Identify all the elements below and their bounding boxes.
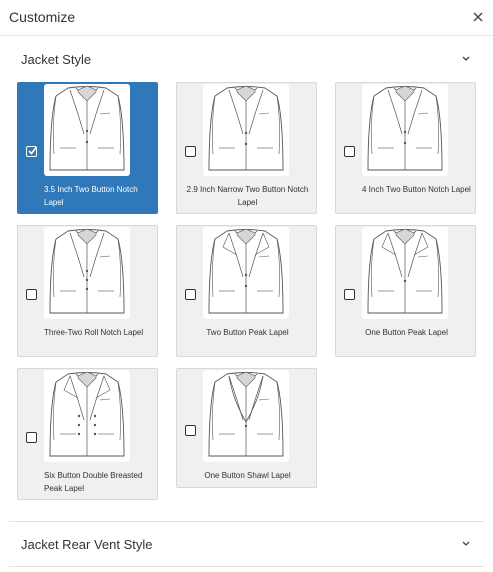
jacket-one-button-peak-icon — [362, 227, 448, 319]
option-checkbox[interactable] — [26, 432, 37, 443]
section-divider — [9, 521, 484, 522]
option-2-9-inch-narrow-two-button-notch-lapel[interactable]: 2.9 Inch Narrow Two Button Notch Lapel — [176, 82, 317, 214]
option-one-button-shawl-lapel[interactable]: One Button Shawl Lapel — [176, 368, 317, 488]
option-checkbox[interactable] — [185, 289, 196, 300]
jacket-double-breasted-icon — [44, 370, 130, 462]
section-rear-vent-title: Jacket Rear Vent Style — [21, 537, 153, 552]
section-divider — [9, 566, 484, 567]
section-rear-vent-header[interactable]: Jacket Rear Vent Style — [9, 524, 484, 564]
option-checkbox[interactable] — [185, 146, 196, 157]
option-label: Two Button Peak Lapel — [206, 328, 289, 337]
close-icon[interactable] — [469, 8, 487, 26]
option-checkbox[interactable] — [344, 146, 355, 157]
option-six-button-double-breasted-peak-lapel[interactable]: Six Button Double Breasted Peak Lapel — [17, 368, 158, 500]
checkmark-icon — [28, 146, 37, 155]
dialog-title: Customize — [9, 9, 76, 25]
option-4-inch-two-button-notch-lapel[interactable]: 4 Inch Two Button Notch Lapel — [335, 82, 476, 214]
jacket-three-two-roll-icon — [44, 227, 130, 319]
option-two-button-peak-lapel[interactable]: Two Button Peak Lapel — [176, 225, 317, 357]
option-label: One Button Peak Lapel — [365, 328, 448, 337]
option-label: One Button Shawl Lapel — [204, 471, 291, 480]
chevron-down-icon — [462, 541, 470, 546]
chevron-down-icon — [462, 56, 470, 61]
dialog-header: Customize — [0, 0, 493, 36]
jacket-wide-notch-icon — [362, 84, 448, 176]
option-checkbox[interactable] — [185, 425, 196, 436]
jacket-shawl-lapel-icon — [203, 370, 289, 462]
option-label: 3.5 Inch Two Button Notch Lapel — [44, 185, 138, 207]
option-three-two-roll-notch-lapel[interactable]: Three-Two Roll Notch Lapel — [17, 225, 158, 357]
jacket-two-button-notch-icon — [44, 84, 130, 176]
option-label: 4 Inch Two Button Notch Lapel — [362, 185, 471, 194]
jacket-two-button-peak-icon — [203, 227, 289, 319]
option-label: Three-Two Roll Notch Lapel — [44, 328, 144, 337]
jacket-narrow-notch-icon — [203, 84, 289, 176]
option-checkbox[interactable] — [344, 289, 355, 300]
option-checkbox[interactable] — [26, 146, 37, 157]
option-label: Six Button Double Breasted Peak Lapel — [44, 471, 143, 493]
section-jacket-style-header[interactable]: Jacket Style — [9, 39, 484, 79]
option-3-5-inch-two-button-notch-lapel[interactable]: 3.5 Inch Two Button Notch Lapel — [17, 82, 158, 214]
option-checkbox[interactable] — [26, 289, 37, 300]
section-jacket-style-title: Jacket Style — [21, 52, 92, 67]
option-label: 2.9 Inch Narrow Two Button Notch Lapel — [186, 185, 309, 207]
option-one-button-peak-lapel[interactable]: One Button Peak Lapel — [335, 225, 476, 357]
